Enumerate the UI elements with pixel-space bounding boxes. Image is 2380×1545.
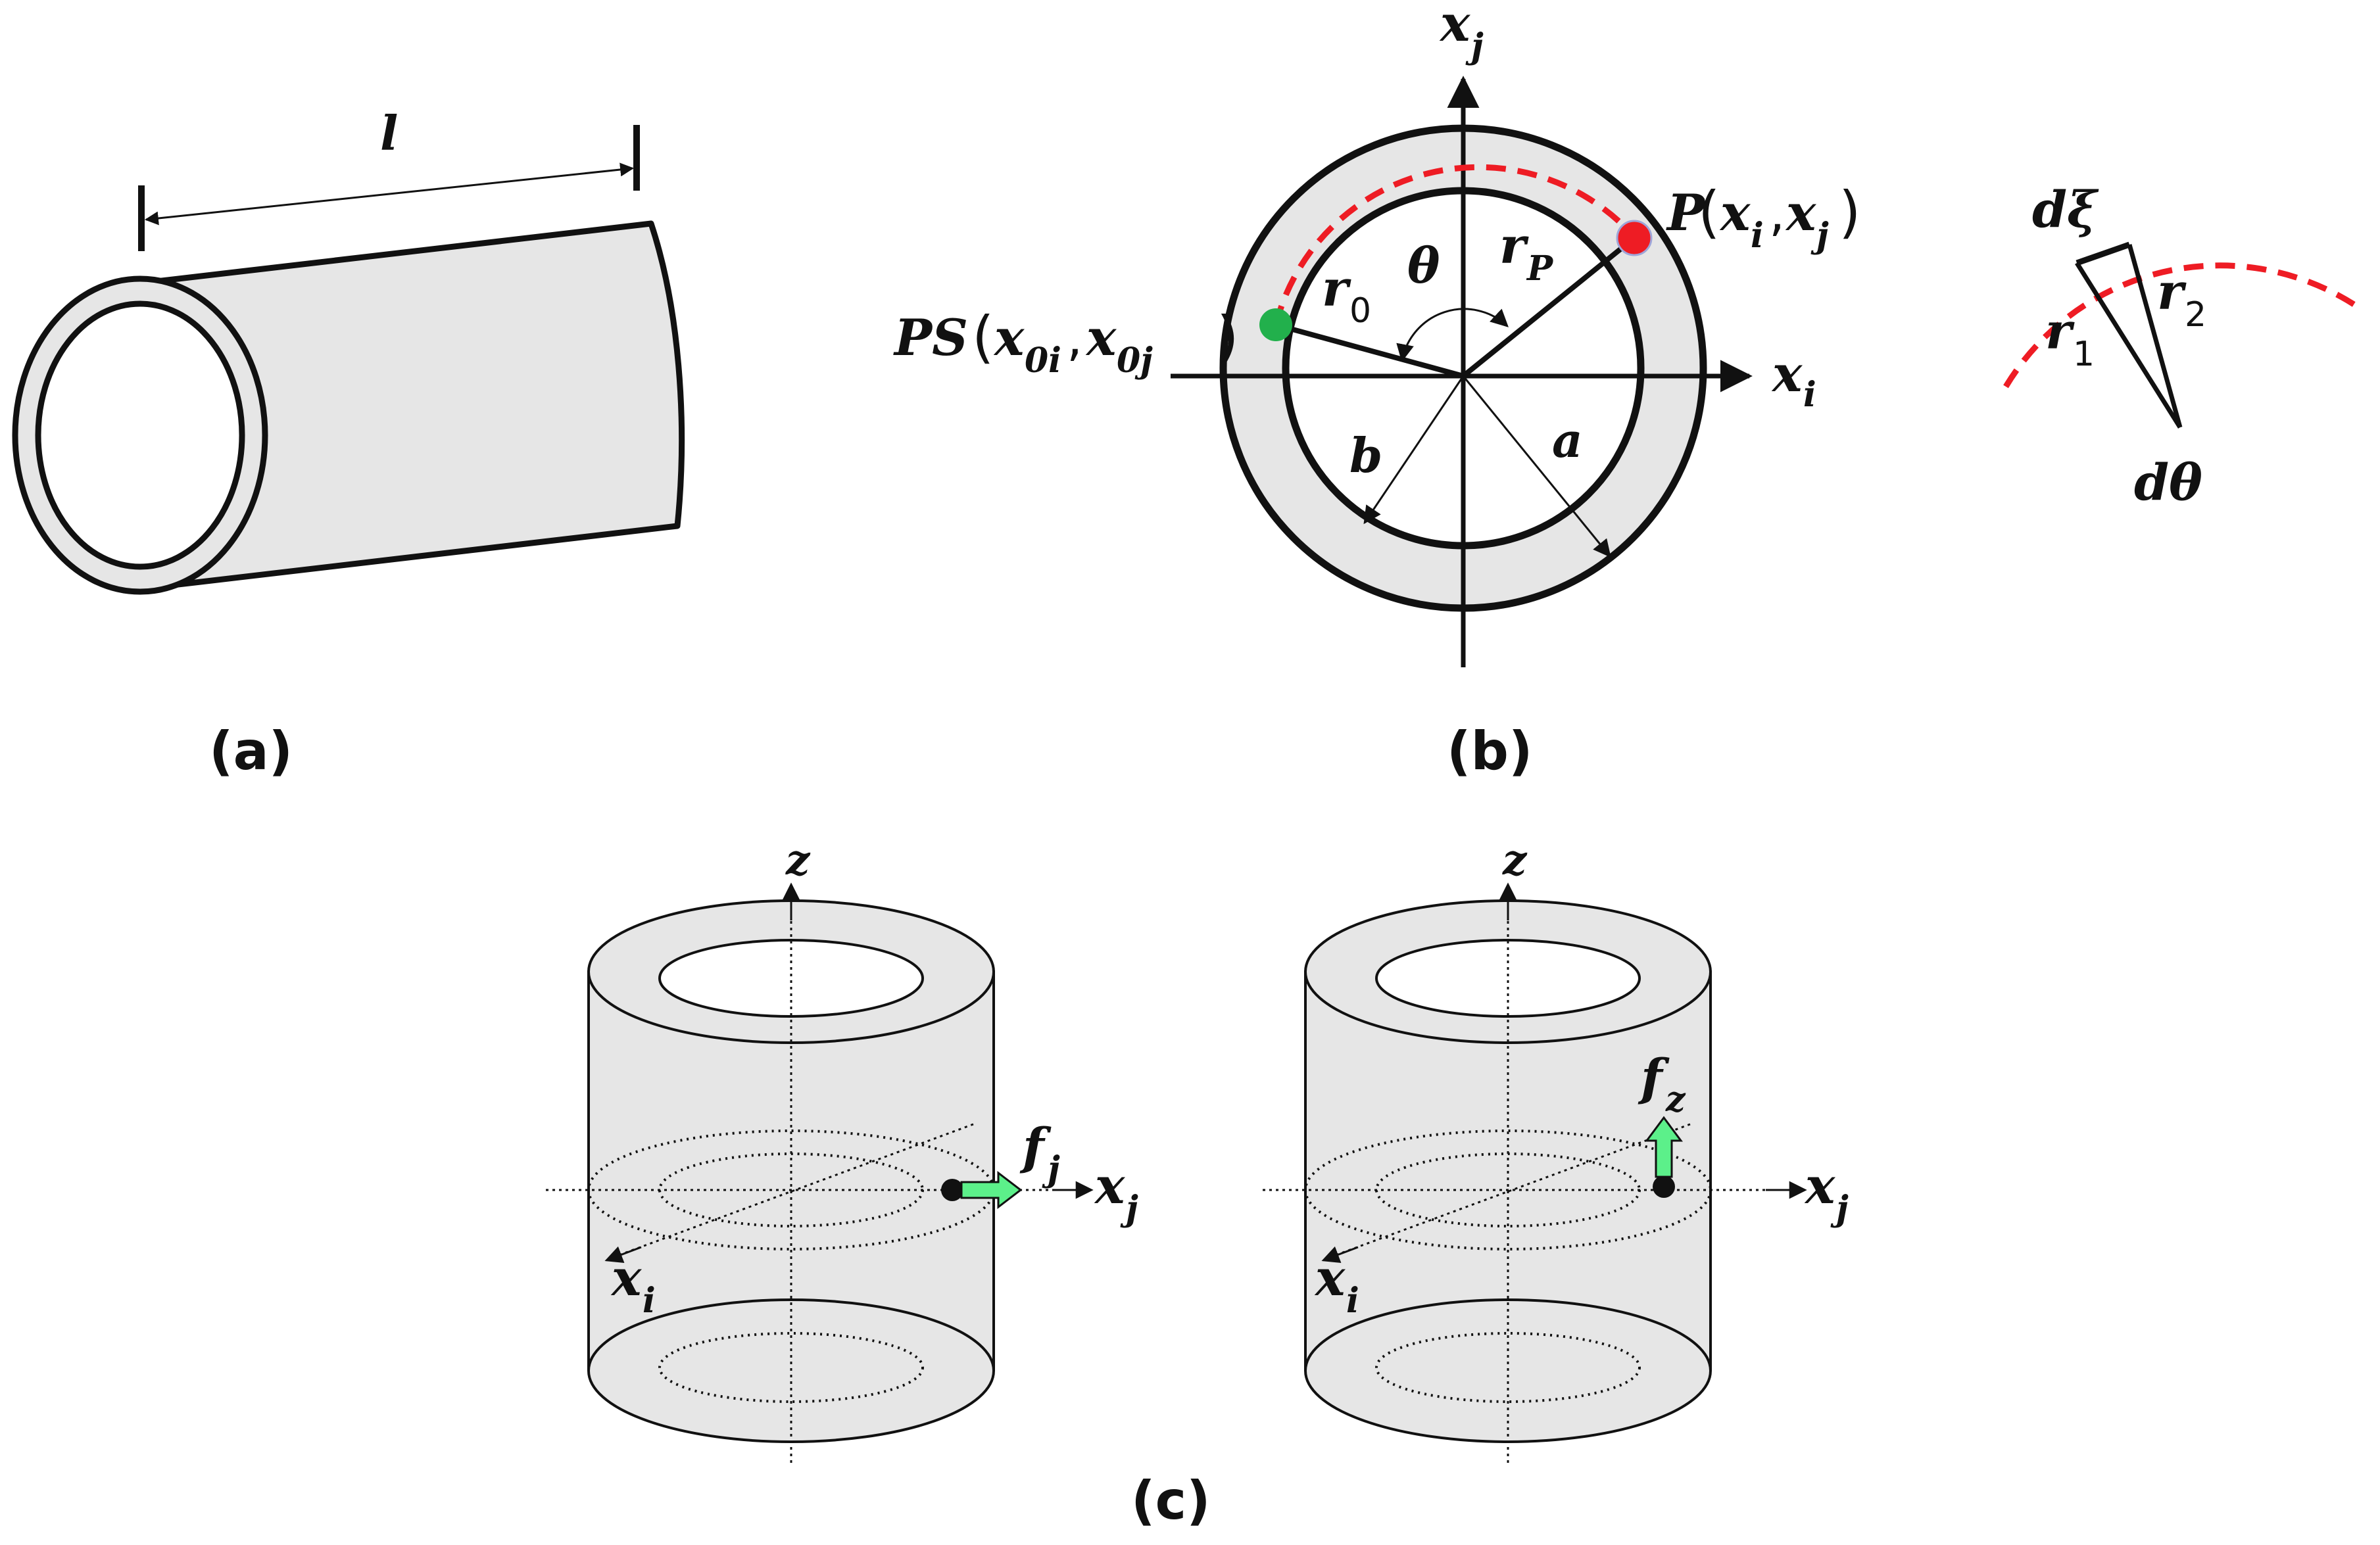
panel-c-label: (c) (1131, 1470, 1211, 1531)
dtheta-label: dθ (2134, 453, 2202, 511)
radius-a-arrow (1462, 375, 1611, 558)
svg-text:0i: 0i (1025, 341, 1061, 381)
left-source-point (941, 1179, 963, 1201)
theta-label: θ (1407, 238, 1440, 295)
svg-text:(: ( (1698, 179, 1720, 245)
right-force-arrow (1645, 1116, 1683, 1178)
right-cylinder-top-hole (1375, 939, 1641, 1018)
svg-text:x: x (1719, 183, 1751, 242)
right-cylinder-bottom-front (1304, 1298, 1712, 1371)
left-force-arrow (960, 1170, 1023, 1210)
axis-xj-label: x (1439, 0, 1471, 53)
svg-text:x: x (1785, 183, 1817, 242)
axis-xi-label: x (1771, 345, 1803, 403)
source-receiver-path (1273, 164, 1637, 326)
r1-sub: 1 (2073, 335, 2095, 374)
r0-label: r (1322, 259, 1351, 318)
left-axis-j-label: x (1094, 1156, 1126, 1215)
svg-text:0j: 0j (1117, 341, 1153, 381)
left-cylinder-body (587, 970, 995, 1443)
panel-b-label: (b) (1447, 721, 1532, 782)
r2-sub: 2 (2185, 295, 2206, 335)
rp-label: r (1499, 216, 1529, 275)
right-axis-i-sub: i (1346, 1281, 1359, 1321)
right-axis-z-label: z (1502, 836, 1528, 885)
left-cylinder-top-hole (658, 939, 924, 1018)
panel-c-left: z x j x i f j (546, 836, 1138, 1463)
svg-text:): ) (1217, 304, 1239, 370)
panel-a-label: (a) (209, 721, 293, 782)
svg-text:PS: PS (893, 308, 968, 367)
axis-xi-sub: i (1803, 375, 1816, 415)
svg-text:,: , (1067, 308, 1082, 367)
right-source-point (1653, 1176, 1675, 1198)
left-bottom-inner-dotted (658, 1332, 924, 1403)
radius-r0-line (1275, 322, 1465, 379)
ps-coordinate-label: PS ( x 0i , x 0j ) (893, 304, 1239, 381)
panel-c-right: z x j x i f z (1263, 836, 1849, 1463)
length-label: l (380, 105, 398, 161)
left-axis-i-sub: i (643, 1281, 656, 1321)
left-force-label: f (1019, 1117, 1052, 1176)
left-cylinder-bottom-front (587, 1298, 995, 1371)
svg-text:x: x (993, 308, 1025, 367)
ps-point (1259, 308, 1292, 341)
svg-text:): ) (1839, 179, 1861, 245)
detail-r2 (2127, 244, 2183, 428)
right-axis-i (1324, 1123, 1691, 1260)
right-bottom-inner-dotted (1375, 1332, 1641, 1403)
dxi-label: dξ (2032, 180, 2099, 239)
r0-sub: 0 (1349, 291, 1371, 331)
r1-label: r (2045, 302, 2075, 360)
theta-arc (1396, 308, 1509, 362)
svg-text:P: P (1666, 183, 1706, 242)
element-detail: dξ r 1 r 2 dθ (2003, 180, 2363, 511)
svg-text:x: x (1085, 308, 1117, 367)
left-axis-i-head (604, 1246, 642, 1264)
svg-text:,: , (1769, 183, 1785, 242)
p-point (1616, 220, 1653, 256)
right-axis-j-label: x (1804, 1156, 1836, 1215)
length-dimension-line (144, 162, 635, 226)
rp-sub: P (1526, 249, 1554, 289)
detail-r1 (2075, 262, 2182, 429)
b-label: b (1349, 427, 1382, 483)
left-force-sub: j (1042, 1149, 1060, 1189)
panel-b: x i x j r 0 r P θ b a P ( x i , x (893, 0, 2363, 782)
tube-body (141, 220, 685, 592)
left-axis-i-label: x (610, 1248, 643, 1307)
right-axis-i-head (1321, 1246, 1359, 1264)
radius-b-arrow (1363, 375, 1465, 525)
a-label: a (1552, 412, 1583, 468)
detail-arc (2003, 262, 2363, 389)
panel-a: l (a) (12, 105, 685, 782)
p-coordinate-label: P ( x i , x j ) (1666, 179, 1861, 256)
detail-dxi (2076, 241, 2131, 266)
svg-text:(: ( (972, 304, 994, 370)
svg-text:i: i (1751, 216, 1764, 256)
r2-label: r (2157, 262, 2187, 321)
left-axis-z-label: z (785, 836, 811, 885)
tube-front-inner (35, 300, 245, 570)
right-axis-i-label: x (1314, 1248, 1346, 1307)
right-force-sub: z (1665, 1080, 1686, 1120)
left-axis-i (608, 1123, 974, 1260)
right-cylinder-body (1304, 970, 1712, 1443)
